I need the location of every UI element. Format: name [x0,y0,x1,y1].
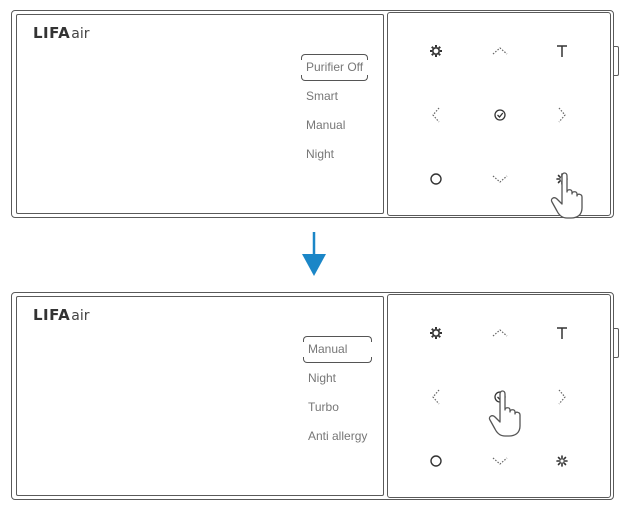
side-button[interactable] [614,46,619,76]
arrow-down-icon [302,232,326,276]
up-button[interactable] [485,36,515,66]
menu-item-night[interactable]: Night [308,371,337,385]
menu-item-anti-allergy[interactable]: Anti allergy [308,429,368,443]
up-icon [492,329,508,337]
control-pad [387,12,611,219]
right-icon [558,389,566,405]
down-icon [492,175,508,183]
menu-item-manual[interactable]: Manual [306,118,346,132]
left-icon [432,107,440,123]
fan-button[interactable] [547,446,577,476]
logo-sub: air [71,308,90,324]
logo-sub: air [71,26,90,42]
down-icon [492,457,508,465]
ok-button[interactable] [485,100,515,130]
power-button[interactable] [421,446,451,476]
brand-logo: LIFAair [33,23,90,43]
gear-icon [430,327,442,339]
left-button[interactable] [421,382,451,412]
timer-button[interactable] [547,318,577,348]
logo-main: LIFA [33,306,71,324]
down-button[interactable] [485,446,515,476]
timer-icon [557,327,567,339]
up-button[interactable] [485,318,515,348]
control-pad [387,294,611,498]
power-icon [430,455,442,467]
menu-item-turbo[interactable]: Turbo [308,400,339,414]
display-screen: LIFAair Purifier Off Smart Manual Night [16,14,384,214]
down-button[interactable] [485,164,515,194]
side-button[interactable] [614,328,619,358]
power-icon [430,173,442,185]
left-icon [432,389,440,405]
timer-button[interactable] [547,36,577,66]
timer-icon [557,45,567,57]
right-icon [558,107,566,123]
menu-item-night[interactable]: Night [306,147,335,161]
display-screen: LIFAair Manual Night Turbo Anti allergy [16,296,384,496]
mode-menu: Manual Night Turbo Anti allergy [303,335,373,451]
left-button[interactable] [421,100,451,130]
menu-item-manual[interactable]: Manual [303,335,373,364]
pointing-hand-icon [488,390,521,437]
menu-item-purifier-off[interactable]: Purifier Off [301,53,369,82]
pointing-hand-icon [550,172,583,219]
settings-button[interactable] [421,318,451,348]
settings-button[interactable] [421,36,451,66]
power-button[interactable] [421,164,451,194]
brand-logo: LIFAair [33,305,90,325]
logo-main: LIFA [33,24,71,42]
gear-icon [430,45,442,57]
right-button[interactable] [547,100,577,130]
device-after: LIFAair Manual Night Turbo Anti allergy [11,292,619,500]
menu-item-smart[interactable]: Smart [306,89,339,103]
fan-icon [556,455,568,467]
device-before: LIFAair Purifier Off Smart Manual Night [11,10,619,219]
right-button[interactable] [547,382,577,412]
up-icon [492,47,508,55]
ok-icon [494,109,506,121]
mode-menu: Purifier Off Smart Manual Night [301,53,369,169]
